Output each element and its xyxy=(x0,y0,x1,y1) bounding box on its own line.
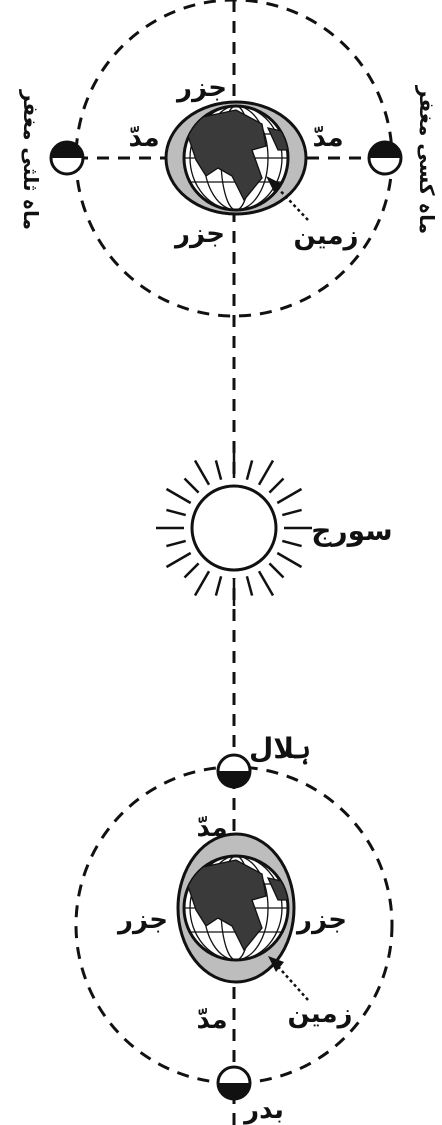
sun-ray xyxy=(247,576,252,595)
lower-label-right: جزر xyxy=(295,905,347,935)
sun-ray xyxy=(216,460,221,479)
lower-label-top: مدّ xyxy=(196,813,227,843)
sun-ray xyxy=(282,510,301,515)
upper-label-right: مدّ xyxy=(312,123,343,153)
upper-label-left: مدّ xyxy=(128,123,159,153)
moon-half-lit-icon xyxy=(218,755,250,787)
lower-label-bottom: مدّ xyxy=(196,1005,227,1035)
upper-system: جزر جزر مدّ مدّ زمین ماہ ثلثی مغفر ماہ ک… xyxy=(19,0,439,316)
moon-half-lit-icon xyxy=(369,142,401,174)
sun-ray xyxy=(282,541,301,546)
sun-ray xyxy=(216,576,221,595)
sun-label: سورج xyxy=(311,514,392,548)
sun-ray xyxy=(166,510,185,515)
upper-moon-right-label: ماہ کسی مغفر xyxy=(415,85,439,234)
moon-half-lit-icon xyxy=(51,142,83,174)
lower-system: مدّ مدّ جزر جزر زمین ہلال بدر xyxy=(76,732,392,1125)
sun-icon xyxy=(156,450,312,606)
sun-ray xyxy=(247,460,252,479)
lower-earth-label: زمین xyxy=(287,999,352,1029)
lower-label-left: جزر xyxy=(116,905,168,935)
upper-earth-label: زمین xyxy=(293,221,358,251)
upper-label-top: جزر xyxy=(175,73,227,103)
upper-label-bottom: جزر xyxy=(173,219,225,249)
lower-moon-bottom-label: بدر xyxy=(242,1095,284,1125)
lower-moon-top-label: ہلال xyxy=(249,732,311,765)
upper-moon-left-label: ماہ ثلثی مغفر xyxy=(19,89,43,230)
sun-ray xyxy=(166,541,185,546)
